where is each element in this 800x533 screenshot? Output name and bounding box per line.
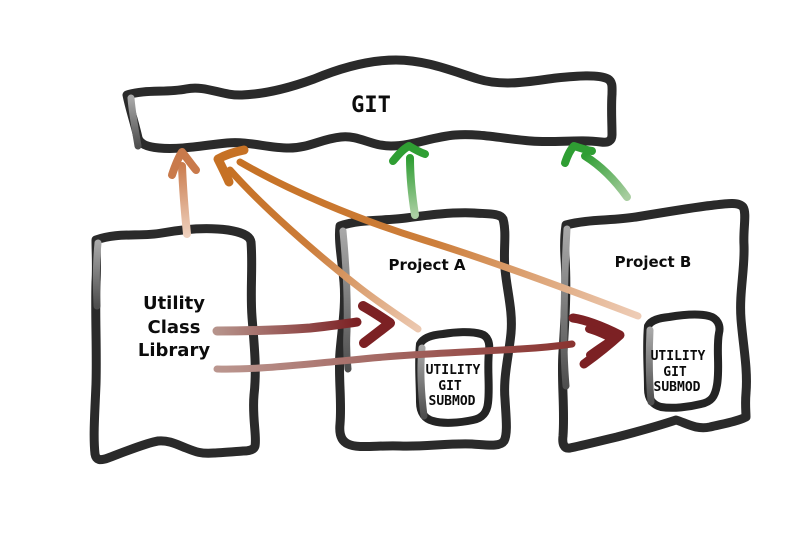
arrow-submodule-a-to-git xyxy=(226,166,422,333)
arrow-project-b-to-git-head xyxy=(561,142,596,167)
project-b-submodule-line2: GIT xyxy=(663,365,687,380)
git-box-left-fade xyxy=(127,94,142,150)
arrow-utility-to-project-a-head xyxy=(358,301,395,348)
project-a-submodule-line3: SUBMOD xyxy=(429,394,476,409)
arrow-submodule-a-to-git-shaft xyxy=(226,166,422,333)
project-b-submodule-line3: SUBMOD xyxy=(654,380,701,395)
git-box-outline xyxy=(122,55,617,153)
arrow-utility-to-project-a xyxy=(212,301,395,348)
utility-box-outline xyxy=(89,224,260,465)
arrow-utility-to-project-b-submodule xyxy=(213,313,625,373)
project-b-submodule-left-fade xyxy=(645,326,655,406)
project-a-box-left-fade xyxy=(339,227,352,373)
git-label: GIT xyxy=(351,93,391,118)
arrow-utility-to-project-b-shaft xyxy=(213,340,576,373)
project-b-box-left-fade xyxy=(560,225,571,390)
node-project-a-submodule: UTILITY GIT SUBMOD xyxy=(415,328,494,427)
arrow-utility-to-project-b-head-inner xyxy=(585,325,617,359)
arrow-project-b-to-git-shaft xyxy=(581,152,631,201)
node-git: GIT xyxy=(122,55,617,153)
node-utility-class-library: Utility Class Library xyxy=(89,224,260,465)
project-a-box-outline xyxy=(334,208,516,452)
project-a-submodule-line1: UTILITY xyxy=(426,363,481,378)
arrow-project-a-to-git xyxy=(389,142,429,219)
arrow-project-a-to-git-shaft xyxy=(406,154,419,219)
arrow-project-b-to-git xyxy=(561,142,631,201)
arrow-utility-to-git-shaft xyxy=(178,162,191,238)
arrow-submodule-b-to-git xyxy=(213,145,642,320)
arrow-submodule-b-to-git-shaft xyxy=(236,158,642,320)
utility-box-left-fade xyxy=(92,239,102,310)
utility-label-line2: Class xyxy=(148,317,201,338)
project-b-submodule-line1: UTILITY xyxy=(651,349,706,364)
arrow-utility-to-git xyxy=(168,148,200,238)
arrow-utility-to-project-a-shaft xyxy=(212,317,362,336)
node-project-a: Project A UTILITY GIT SUBMOD xyxy=(334,208,516,452)
utility-label-line3: Library xyxy=(138,340,210,361)
arrow-utility-to-git-head xyxy=(168,148,200,179)
project-b-label: Project B xyxy=(615,253,692,271)
utility-label-line1: Utility xyxy=(143,293,205,314)
arrow-submodules-to-git-head xyxy=(213,145,249,187)
arrow-project-a-to-git-head xyxy=(389,142,429,165)
node-project-b: Project B UTILITY GIT SUBMOD xyxy=(557,199,751,453)
project-a-label: Project A xyxy=(389,256,466,274)
node-project-b-submodule: UTILITY GIT SUBMOD xyxy=(643,310,724,412)
project-a-submodule-line2: GIT xyxy=(438,379,462,394)
project-a-submodule-left-fade xyxy=(417,344,428,420)
